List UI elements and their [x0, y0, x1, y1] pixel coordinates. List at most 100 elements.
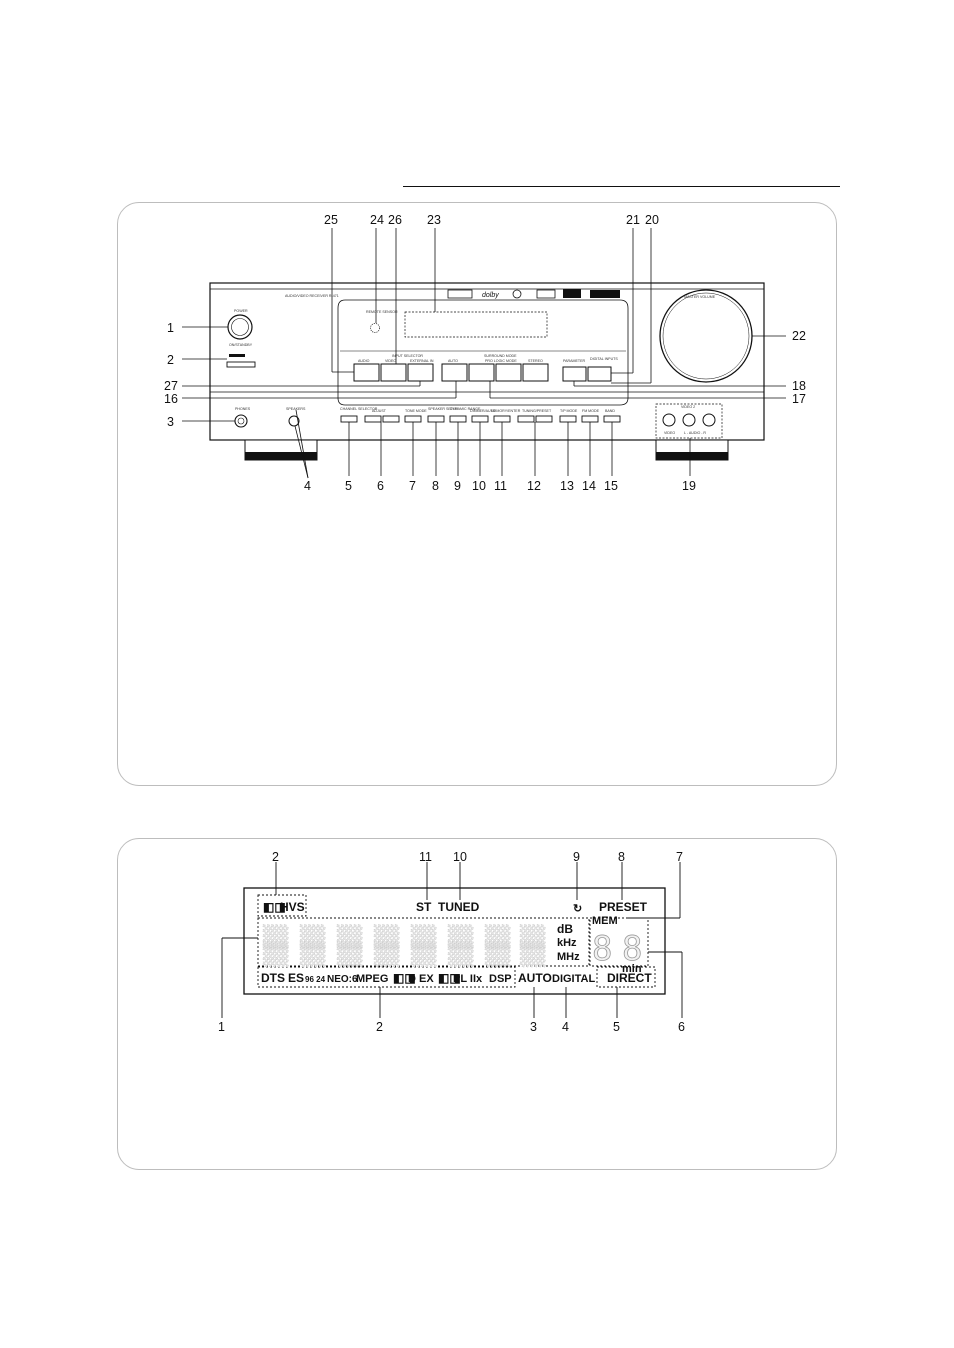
audio-label: AUDIO: [358, 359, 370, 363]
callout-1: 1: [167, 321, 174, 335]
callout-4: 4: [304, 479, 311, 493]
remote-sensor-label: REMOTE SENSOR: [366, 310, 398, 314]
fm-mode-button[interactable]: [581, 415, 599, 423]
adjust-label: ADJUST: [372, 409, 387, 413]
phones-jack[interactable]: [234, 414, 248, 428]
auto-button[interactable]: [441, 363, 468, 382]
dynamic-range-label: DYNAMIC RANGE: [450, 407, 481, 411]
tone-mode-button[interactable]: [404, 415, 422, 423]
video-button[interactable]: [380, 363, 407, 382]
tuning-up-button[interactable]: [535, 415, 553, 423]
speaker-setup-button[interactable]: [427, 415, 445, 423]
band-button[interactable]: [603, 415, 621, 423]
display-callout-11: 11: [419, 850, 432, 864]
direct-indicator: DIRECT: [607, 971, 652, 985]
dimmer-button[interactable]: [471, 415, 489, 423]
front-panel-diagram: AUDIO/VIDEO RECEIVER R-471 dolby POWER O…: [164, 213, 806, 493]
surround-mode-label: SURROUND MODE: [484, 354, 517, 358]
speakers-button[interactable]: [288, 415, 300, 427]
callout-24: 24: [370, 213, 384, 227]
display-window: [404, 311, 548, 338]
display-callout-5: 5: [613, 1020, 620, 1034]
input-selector-label: INPUT SELECTOR: [392, 354, 423, 358]
display-callout-4: 4: [562, 1020, 569, 1034]
display-callout-6: 6: [678, 1020, 685, 1034]
display-callout-9: 9: [573, 850, 580, 864]
master-volume-knob[interactable]: [659, 289, 753, 383]
audio-lr-label: L - AUDIO - R: [684, 431, 706, 435]
parameter-button[interactable]: [562, 366, 587, 382]
pro-logic-label: PRO LOGIC MODE: [485, 359, 517, 363]
callout-13: 13: [560, 479, 574, 493]
tp-mode-button[interactable]: [559, 415, 577, 423]
digital-indicator: DIGITAL: [552, 973, 595, 985]
callout-11: 11: [494, 479, 507, 493]
es-indicator: ES: [288, 971, 304, 985]
char-cell-1b: ▒▒: [263, 942, 289, 968]
front-panel-leader-lines: [182, 228, 786, 479]
phones-jack-inner: [237, 417, 245, 425]
display-callout-2-bottom: 2: [376, 1020, 383, 1034]
sleep-digit-2: 8: [622, 929, 642, 969]
pro-logic-left-button[interactable]: [468, 363, 495, 382]
channel-selector-button[interactable]: [340, 415, 358, 423]
mpeg-indicator: MPEG: [356, 973, 388, 985]
power-label: POWER: [234, 309, 248, 313]
callout-14: 14: [582, 479, 596, 493]
video-jack[interactable]: [662, 413, 676, 427]
master-volume-label: MASTER VOLUME: [684, 295, 716, 299]
audio-r-jack[interactable]: [702, 413, 716, 427]
char-cell-2: ▒▒: [300, 924, 326, 950]
neo6-indicator: NEO:6: [327, 974, 358, 985]
external-in-button[interactable]: [407, 363, 434, 382]
callout-25: 25: [324, 213, 338, 227]
audio-button[interactable]: [353, 363, 380, 382]
digital-input-button[interactable]: [587, 366, 612, 382]
dts-indicator: DTS: [261, 971, 285, 985]
sleep-icon: ↻: [573, 903, 582, 915]
power-button-ring: [231, 318, 249, 336]
mem-indicator: MEM: [592, 915, 618, 927]
video-jack-label: VIDEO: [664, 431, 675, 435]
callout-22: 22: [792, 329, 806, 343]
speaker-setup-label: SPEAKER SETUP: [428, 407, 459, 411]
display-callout-10: 10: [453, 850, 467, 864]
callout-19: 19: [682, 479, 696, 493]
adjust-down-button[interactable]: [364, 415, 382, 423]
audio-l-jack[interactable]: [682, 413, 696, 427]
stereo-label: STEREO: [528, 359, 543, 363]
callout-8: 8: [432, 479, 439, 493]
hvs-indicator: HVS: [280, 900, 305, 914]
char-cell-3: ▒▒: [337, 924, 363, 950]
min-indicator: min: [622, 963, 642, 975]
callout-20: 20: [645, 213, 659, 227]
pro-logic-right-button[interactable]: [495, 363, 522, 382]
callout-10: 10: [472, 479, 486, 493]
tuned-indicator: TUNED: [438, 900, 480, 914]
mhz-indicator: MHz: [557, 951, 580, 963]
video2-input-box: [655, 403, 723, 439]
display-bezel: [337, 299, 629, 406]
power-sub-label: ON/STANDBY: [229, 343, 253, 347]
display-group-boxes: [257, 894, 656, 988]
dynamic-range-button[interactable]: [449, 415, 467, 423]
stereo-button[interactable]: [522, 363, 549, 382]
display-callout-7: 7: [676, 850, 683, 864]
mode-switch[interactable]: [226, 361, 256, 368]
tuning-down-button[interactable]: [517, 415, 535, 423]
callout-15: 15: [604, 479, 618, 493]
db-indicator: dB: [557, 922, 573, 936]
video2-label: VIDEO 2: [681, 405, 695, 409]
right-foot-shadow: [656, 452, 728, 460]
adjust-up-button[interactable]: [382, 415, 400, 423]
callout-12: 12: [527, 479, 541, 493]
dolby-ex-icon: ◧◨: [393, 971, 416, 985]
band-label: BAND: [605, 409, 615, 413]
96-24-indicator: 96 24: [305, 975, 326, 984]
mode-switch-label-mark: [229, 354, 245, 357]
dolby-double-d-icon: ◧◨: [263, 900, 286, 914]
fm-mode-label: FM MODE: [582, 409, 600, 413]
memory-button[interactable]: [493, 415, 511, 423]
char-cell-5b: ▒▒: [411, 942, 437, 968]
char-cell-4: ▒▒: [374, 924, 400, 950]
